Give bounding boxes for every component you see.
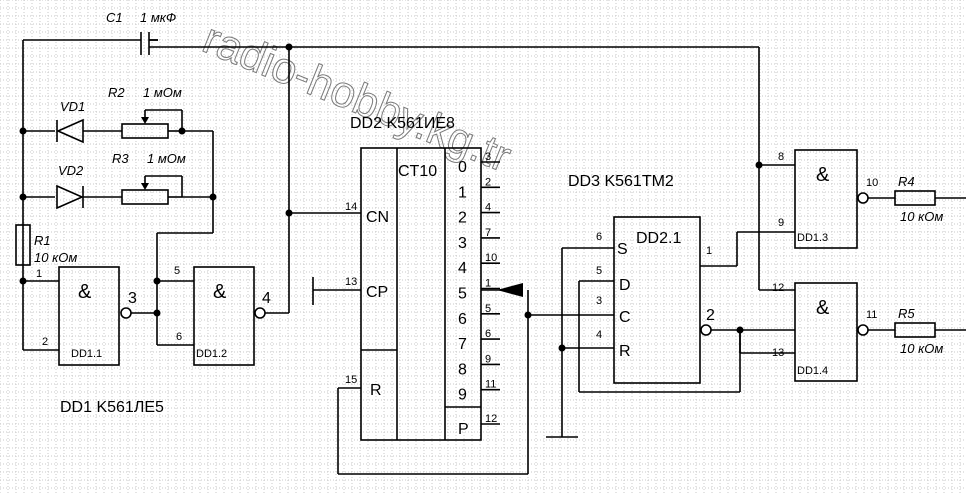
dd3-s: S xyxy=(617,241,628,258)
dd3-title: DD3 K561TM2 xyxy=(568,173,674,190)
dd2-output-pin: 6 xyxy=(485,328,491,340)
dd3-s-pin: 6 xyxy=(596,231,602,243)
c1-value: 1 мкФ xyxy=(140,10,176,25)
r4-value: 10 кОм xyxy=(900,209,943,224)
dd2-output-label: 6 xyxy=(458,311,467,328)
dd1-3-symbol: & xyxy=(816,164,830,186)
dd1-4-pin-in1: 12 xyxy=(772,282,784,294)
dd3-qn-pin: 2 xyxy=(706,307,715,324)
dd1-4-pin-out: 11 xyxy=(866,309,877,321)
dd1-4-pin-in2: 13 xyxy=(772,347,784,359)
capacitor-c1: C1 1 мкФ xyxy=(22,10,176,350)
dd1-1-pin-in1: 1 xyxy=(36,268,42,280)
gate-dd1-1: & DD1.1 1 2 3 xyxy=(36,266,157,366)
r4-ref: R4 xyxy=(898,174,915,189)
dd2-output-label: 2 xyxy=(458,210,467,227)
dd1-3-pin-out: 10 xyxy=(866,177,878,189)
vd2-label: VD2 xyxy=(58,163,84,178)
chip-dd3: DD3 K561TM2 DD2.1 S 6 D 5 C 3 R 4 1 2 xyxy=(568,173,715,384)
resistor-r3: R3 1 мОм xyxy=(112,151,213,205)
dd2-in-cn-pin: 14 xyxy=(345,201,357,213)
dd2-in-r-pin: 15 xyxy=(345,374,357,386)
dd3-r-pin: 4 xyxy=(596,329,602,341)
r2-value: 1 мОм xyxy=(143,85,182,100)
dd1-2-pin-in2: 6 xyxy=(176,331,182,343)
dd2-in-cp: CP xyxy=(366,284,388,301)
r5-value: 10 кОм xyxy=(900,341,943,356)
dd2-output-pin: 7 xyxy=(485,227,491,239)
watermark-text: radio-hobby.kg.tr xyxy=(196,14,517,182)
dd1-3-name: DD1.3 xyxy=(797,232,828,244)
resistor-r2: R2 1 мОм xyxy=(108,85,214,197)
dd3-d-pin: 5 xyxy=(596,265,602,277)
dd2-output-label: 5 xyxy=(458,286,467,303)
diode-vd2: VD2 xyxy=(23,163,122,210)
dd2-title: DD2 K561ИЕ8 xyxy=(350,115,455,132)
dd2-in-cp-pin: 13 xyxy=(345,276,357,288)
dd1-1-pin-out: 3 xyxy=(128,290,137,307)
dd2-output-pin: 11 xyxy=(485,379,496,391)
dd2-output-pin: 10 xyxy=(485,252,497,264)
dd2-output-label: 4 xyxy=(458,260,467,277)
dd2-in-cn: CN xyxy=(366,209,389,226)
dd2-output-pin: 2 xyxy=(485,176,491,188)
dd1-3-pin-in1: 8 xyxy=(778,151,784,163)
dd2-output-label: 1 xyxy=(458,184,467,201)
dd1-2-pin-out: 4 xyxy=(262,290,271,307)
dd2-output-label: 7 xyxy=(458,336,467,353)
dd1-1-name: DD1.1 xyxy=(71,348,102,360)
dd1-3-pin-in2: 9 xyxy=(778,217,784,229)
r1-ref: R1 xyxy=(34,233,51,248)
dd3-c-pin: 3 xyxy=(596,295,602,307)
dd2-output-label: 9 xyxy=(458,387,467,404)
dd3-name: DD2.1 xyxy=(636,230,681,247)
dd1-2-name: DD1.2 xyxy=(196,348,227,360)
r2-ref: R2 xyxy=(108,85,125,100)
dd2-output-pin: 12 xyxy=(485,413,497,425)
dd1-2-pin-in1: 5 xyxy=(174,265,180,277)
dd2-output-pin: 5 xyxy=(485,303,491,315)
c1-ref: C1 xyxy=(106,10,123,25)
r3-value: 1 мОм xyxy=(147,151,186,166)
dd2-output-pin: 3 xyxy=(485,151,491,163)
dd2-output-label: P xyxy=(458,421,469,438)
dd1-2-symbol: & xyxy=(213,281,227,303)
dd3-q-pin: 1 xyxy=(706,245,712,257)
dd2-output-pin: 1 xyxy=(485,278,491,290)
r1-value: 10 кОм xyxy=(34,250,77,265)
dd2-center: CT10 xyxy=(398,163,437,180)
dd3-c: C xyxy=(619,309,631,326)
gate-dd1-3: & DD1.3 8 9 10 R4 10 кОм xyxy=(778,149,966,249)
dd1-4-symbol: & xyxy=(816,297,830,319)
gate-dd1-2: & DD1.2 5 6 4 xyxy=(174,265,271,366)
dd2-output-label: 8 xyxy=(458,361,467,378)
dd1-title: DD1 K561ЛЕ5 xyxy=(60,399,164,416)
dd1-1-symbol: & xyxy=(78,281,92,303)
dd1-4-name: DD1.4 xyxy=(797,365,828,377)
r3-ref: R3 xyxy=(112,151,129,166)
resistor-r1: R1 10 кОм xyxy=(15,224,77,266)
dd2-output-pin: 9 xyxy=(485,353,491,365)
dd3-r: R xyxy=(619,343,631,360)
dd2-output-label: 0 xyxy=(458,159,467,176)
vd1-label: VD1 xyxy=(60,99,85,114)
chip-dd2: DD2 K561ИЕ8 CT10 CN 14 CP 13 R 15 031224… xyxy=(312,115,500,441)
diode-vd1: VD1 xyxy=(23,99,122,144)
dd2-in-r: R xyxy=(370,382,382,399)
dd3-d: D xyxy=(619,277,631,294)
gate-dd1-4: & DD1.4 12 13 11 R5 10 кОм xyxy=(772,282,966,382)
dd2-output-pin: 4 xyxy=(485,202,491,214)
dd2-output-label: 3 xyxy=(458,235,467,252)
r5-ref: R5 xyxy=(898,306,915,321)
dd1-1-pin-in2: 2 xyxy=(42,336,48,348)
